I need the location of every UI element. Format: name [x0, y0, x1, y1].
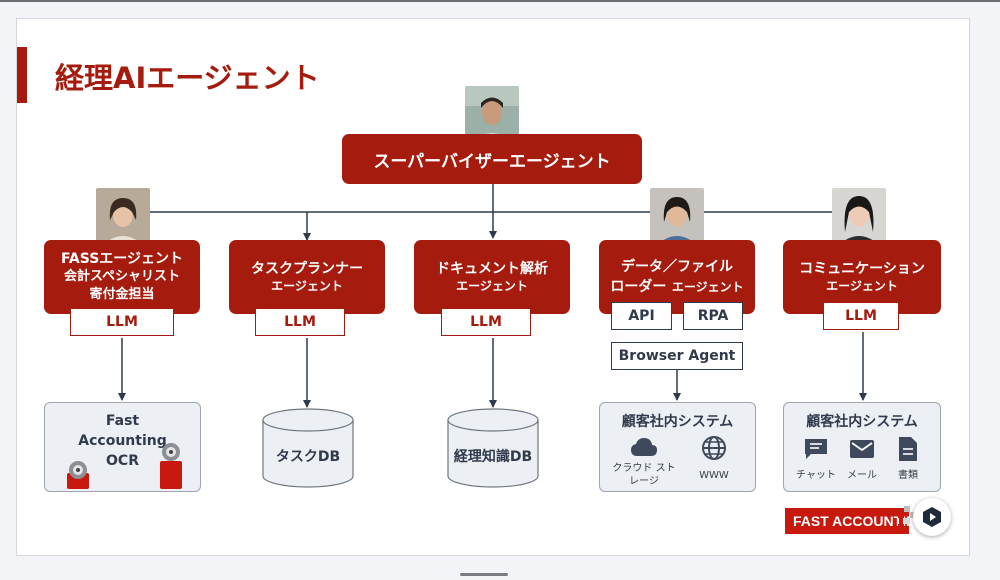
document-analysis-subtitle: エージェント — [456, 279, 528, 293]
fass-agent-avatar — [96, 188, 150, 244]
ocr-box: Fast Accounting OCR — [44, 402, 201, 492]
knowledge-db-cylinder — [447, 408, 539, 488]
task-db-cylinder — [262, 408, 354, 488]
scanner-robot-icon-left — [67, 461, 89, 489]
task-planner-llm-tag: LLM — [255, 308, 345, 336]
communication-agent-avatar — [832, 188, 886, 244]
globe-icon — [702, 436, 726, 460]
title-accent-bar — [17, 47, 27, 103]
chat-icon — [805, 439, 827, 459]
document-analysis-llm-tag: LLM — [441, 308, 531, 336]
mail-label: メール — [847, 470, 877, 481]
cloud-icon — [631, 438, 657, 456]
www-label: WWW — [699, 470, 729, 481]
mail-icon — [850, 440, 874, 458]
fass-agent-box: FASSエージェント 会計スペシャリスト 寄付金担当 — [44, 240, 200, 314]
document-analysis-title: ドキュメント解析 — [436, 261, 548, 277]
document-analysis-agent-box: ドキュメント解析 エージェント — [414, 240, 570, 314]
loader-agent-title: データ／ファイル — [621, 259, 733, 275]
task-planner-title: タスクプランナー — [251, 261, 363, 277]
knowledge-db-label: 経理知識DB — [453, 449, 533, 465]
document-label: 書類 — [898, 470, 918, 481]
chat-label: チャット — [796, 470, 836, 481]
data-file-loader-agent-box: データ／ファイル ローダー エージェント — [599, 240, 755, 314]
task-db-label: タスクDB — [275, 449, 341, 465]
communication-agent-subtitle: エージェント — [826, 279, 898, 293]
fass-llm-tag: LLM — [70, 308, 174, 336]
rpa-tag: RPA — [683, 302, 743, 330]
customer-system-2-title: 顧客社内システム — [806, 414, 918, 430]
window-top-border — [0, 0, 1000, 2]
supervisor-agent-box: スーパーバイザーエージェント — [342, 134, 642, 184]
task-planner-agent-box: タスクプランナー エージェント — [229, 240, 385, 314]
fass-agent-role: 会計スペシャリスト — [63, 269, 181, 284]
customer-system-box-1: 顧客社内システム クラウド ストレージ WWW — [599, 402, 756, 492]
fast-accounting-logo: FAST ACCOUNTING — [785, 508, 909, 534]
play-chat-icon — [923, 507, 941, 527]
customer-system-box-2: 顧客社内システム チャット メール 書類 — [783, 402, 941, 492]
assistant-launcher-button[interactable] — [913, 498, 951, 536]
fass-agent-area: 寄付金担当 — [89, 287, 155, 302]
customer-system-1-title: 顧客社内システム — [621, 414, 734, 430]
cloud-storage-label: クラウド ストレージ — [612, 463, 676, 487]
task-planner-subtitle: エージェント — [271, 279, 343, 293]
document-icon — [899, 437, 917, 461]
loader-agent-avatar — [650, 188, 704, 244]
loader-agent-subtitle: エージェント — [671, 280, 744, 294]
page-title: 経理AIエージェント — [55, 61, 320, 95]
loader-agent-title-2: ローダー — [610, 279, 667, 295]
ocr-title: Fast Accounting OCR — [78, 413, 167, 469]
communication-agent-box: コミュニケーション エージェント — [783, 240, 941, 314]
communication-agent-title: コミュニケーション — [799, 261, 925, 277]
fass-agent-title: FASSエージェント — [60, 251, 184, 267]
browser-agent-tag: Browser Agent — [611, 342, 743, 370]
supervisor-agent-label: スーパーバイザーエージェント — [373, 151, 611, 172]
api-tag: API — [611, 302, 672, 330]
communication-llm-tag: LLM — [823, 302, 899, 330]
horizontal-scroll-indicator[interactable] — [460, 573, 508, 576]
scanner-robot-icon-right — [160, 443, 182, 489]
